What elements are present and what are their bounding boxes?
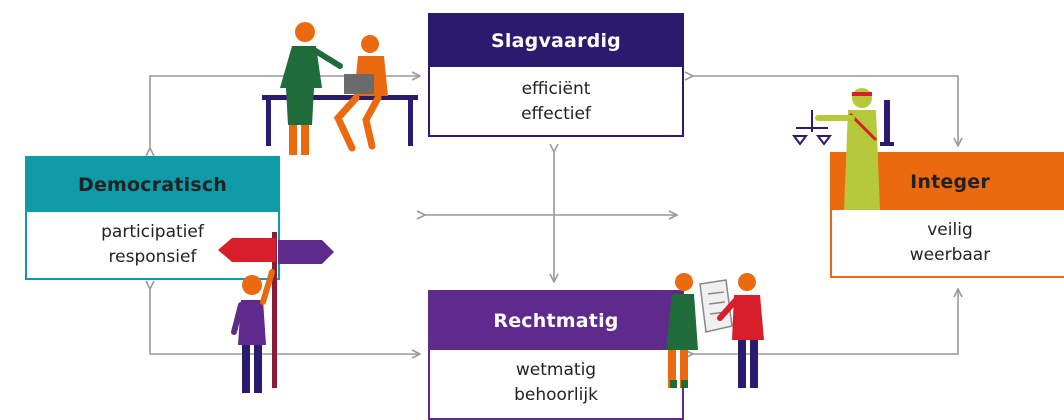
justice-statue-illustration <box>792 88 894 210</box>
rechtmatig-line2: behoorlijk <box>514 385 598 405</box>
arrow-democratisch-rechtmatig <box>150 289 420 354</box>
rechtmatig-title: Rechtmatig <box>430 292 682 350</box>
democratisch-title: Democratisch <box>27 158 278 212</box>
arrow-democratisch-slagvaardig <box>150 76 420 148</box>
slagvaardig-line1: efficiënt <box>521 79 591 99</box>
signpost-person-illustration <box>218 232 334 393</box>
arrow-slagvaardig-integer <box>693 76 958 146</box>
slagvaardig-line2: effectief <box>521 104 591 124</box>
slagvaardig-box: Slagvaardig efficiënt effectief <box>428 13 684 137</box>
rechtmatig-box: Rechtmatig wetmatig behoorlijk <box>428 290 684 420</box>
integer-line2: weerbaar <box>909 245 991 265</box>
rechtmatig-line1: wetmatig <box>515 360 597 380</box>
slagvaardig-title: Slagvaardig <box>430 15 682 67</box>
democratisch-line2: responsief <box>108 247 197 267</box>
democratisch-line1: participatief <box>101 222 204 242</box>
arrow-rechtmatig-integer <box>693 289 958 354</box>
office-workers-illustration <box>262 22 418 155</box>
integer-line1: veilig <box>927 220 973 240</box>
document-handover-illustration <box>666 273 764 388</box>
